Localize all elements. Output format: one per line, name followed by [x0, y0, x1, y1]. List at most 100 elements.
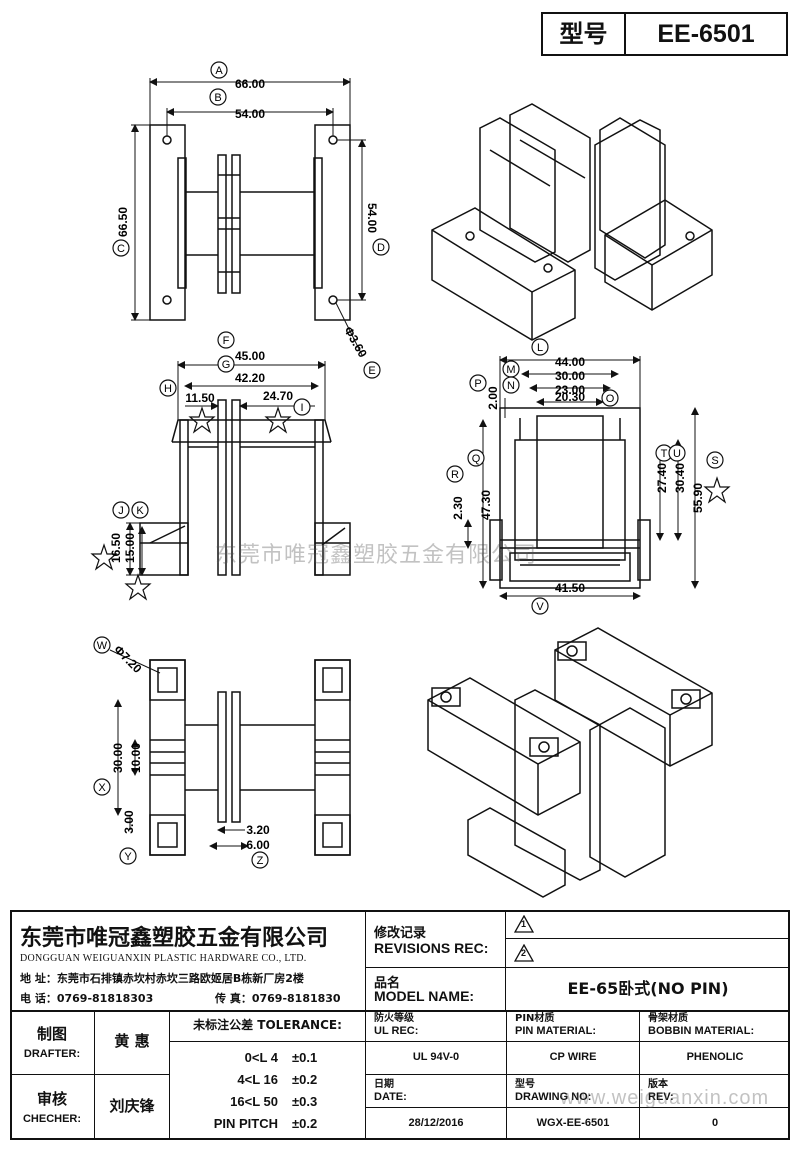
spec-bobbin-value: PHENOLIC: [686, 1051, 744, 1063]
marker-letter: D: [377, 242, 385, 254]
marker-circle: [112, 239, 130, 257]
spec-ul-value-cell: UL 94V-0: [366, 1042, 507, 1075]
spec-ul-label-en: UL REC:: [374, 1025, 419, 1037]
spec-pin-value-cell: CP WIRE: [507, 1042, 640, 1075]
marker-letter: W: [97, 640, 108, 652]
spec-rev-label: 版本 REV:: [640, 1075, 790, 1108]
marker-circle: [93, 778, 111, 796]
dimension-value-y: 3.00: [122, 810, 136, 834]
company-phone: 电 话：0769-81818303: [20, 992, 154, 1005]
marker-circle: [706, 451, 724, 469]
star-markers: [90, 406, 731, 601]
model-header-value: EE-6501: [657, 20, 755, 48]
drafter-name: 黄 惠: [114, 1032, 150, 1050]
dimension-marker-e: E: [363, 361, 381, 379]
marker-circle: [159, 379, 177, 397]
dimension-value-g: 42.20: [235, 371, 265, 385]
dimension-value-t: 30.40: [673, 463, 687, 493]
model-name-label: 品名 MODEL NAME:: [366, 968, 506, 1010]
dimension-marker-j: J: [112, 501, 130, 519]
marker-circle: [293, 398, 311, 416]
model-header-label: 型号: [559, 20, 608, 48]
model-name-label-cn: 品名: [374, 976, 401, 991]
revisions-label-en: REVISIONS REC:: [374, 940, 489, 956]
dimension-value-r: 2.30: [451, 496, 465, 520]
dimension-marker-i: I: [293, 398, 311, 416]
company-name-en: DONGGUAN WEIGUANXIN PLASTIC HARDWARE CO.…: [20, 953, 307, 964]
dimension-value-i: 24.70: [263, 389, 293, 403]
checker-label-en: CHECHER:: [22, 1113, 82, 1125]
company-address: 地 址：东莞市石排镇赤坎村赤坎三路欧姬居B栋新厂房2楼: [20, 972, 304, 985]
dimension-marker-x: X: [93, 778, 111, 796]
tolerance-value: ±0.2: [292, 1116, 318, 1131]
company-fax: 传 真：0769-8181830: [215, 992, 341, 1005]
marker-letter: B: [214, 92, 221, 104]
dimension-value-q: 47.30: [479, 490, 493, 520]
dimension-value-e: Φ3.60: [341, 324, 370, 360]
front-view: [126, 361, 351, 576]
tolerance-range: PIN PITCH: [213, 1116, 278, 1131]
spec-drawing-label-en: DRAWING NO:: [515, 1091, 592, 1103]
tolerance-title-cell: 未标注公差 TOLERANCE:: [170, 1010, 366, 1042]
tolerance-value: ±0.2: [292, 1072, 318, 1087]
tolerance-range: 16<L 50: [230, 1094, 278, 1109]
spec-rev-value: 0: [711, 1117, 719, 1129]
dimension-value-v: 41.50: [555, 581, 585, 595]
marker-letter: F: [223, 335, 230, 347]
dimension-value-y2: 3.20: [246, 823, 270, 837]
marker-letter: R: [451, 469, 459, 481]
spec-pin-label-cn: PIN材质: [515, 1013, 555, 1024]
dimension-marker-w: W: [93, 636, 111, 654]
marker-circle: [531, 338, 549, 356]
dimension-marker-r: R: [446, 465, 464, 483]
revision-triangle-icon: [514, 915, 534, 933]
tolerance-range: 0<L 4: [244, 1050, 278, 1065]
marker-circle: [372, 238, 390, 256]
dimension-marker-s: S: [706, 451, 724, 469]
marker-letter: T: [661, 448, 668, 460]
dimension-value-c: 66.50: [116, 207, 130, 237]
isometric-view-bottom: [427, 627, 713, 898]
spec-ul-label-cn: 防火等级: [374, 1013, 414, 1024]
spec-rev-label-cn: 版本: [648, 1079, 668, 1090]
tolerance-range: 4<L 16: [237, 1072, 278, 1087]
revision-row-1: 1: [506, 910, 790, 939]
tolerance-value: ±0.3: [292, 1094, 318, 1109]
spec-bobbin-label-en: BOBBIN MATERIAL:: [648, 1025, 755, 1037]
dimension-value-u: 27.40: [655, 463, 669, 493]
spec-pin-label: PIN材质 PIN MATERIAL:: [507, 1010, 640, 1042]
marker-letter: H: [164, 383, 172, 395]
revision-row-2: 2: [506, 939, 790, 968]
dimension-value-n: 23.00: [555, 383, 585, 397]
isometric-view-top: [431, 103, 713, 341]
spec-ul-value: UL 94V-0: [412, 1051, 460, 1063]
revisions-label: 修改记录 REVISIONS REC:: [366, 910, 506, 968]
dimension-marker-v: V: [531, 597, 549, 615]
dimension-value-x: 30.00: [111, 743, 125, 773]
dimension-marker-q: Q: [467, 449, 485, 467]
marker-letter: A: [215, 65, 223, 77]
spec-bobbin-label: 骨架材质 BOBBIN MATERIAL:: [640, 1010, 790, 1042]
checker-name-cell: 刘庆锋: [95, 1075, 170, 1140]
spec-date-label-cn: 日期: [374, 1079, 394, 1090]
marker-circle: [93, 636, 111, 654]
dimension-value-k: 15.00: [123, 533, 137, 563]
dimension-marker-y: Y: [119, 847, 137, 865]
marker-letter: E: [368, 365, 375, 377]
dimension-value-l: 44.00: [555, 355, 585, 369]
marker-circle: [131, 501, 149, 519]
company-block: 东莞市唯冠鑫塑胶五金有限公司 DONGGUAN WEIGUANXIN PLAST…: [10, 910, 366, 1010]
tolerance-value: ±0.1: [292, 1050, 318, 1065]
tolerance-title: 未标注公差 TOLERANCE:: [193, 1018, 342, 1032]
spec-bobbin-value-cell: PHENOLIC: [640, 1042, 790, 1075]
marker-circle: [363, 361, 381, 379]
dimension-value-x2: 10.00: [129, 743, 143, 773]
model-name-label-en: MODEL NAME:: [374, 988, 475, 1004]
dimension-marker-n: N: [502, 376, 520, 394]
tolerance-table: 0<L 4 ±0.1 4<L 16 ±0.2 16<L 50 ±0.3 PIN …: [170, 1042, 366, 1140]
marker-circle: [210, 61, 228, 79]
checker-label-cn: 审核: [36, 1090, 67, 1108]
spec-pin-label-en: PIN MATERIAL:: [515, 1025, 597, 1037]
dimension-value-d: 54.00: [365, 203, 379, 233]
dimension-marker-c: C: [112, 239, 130, 257]
